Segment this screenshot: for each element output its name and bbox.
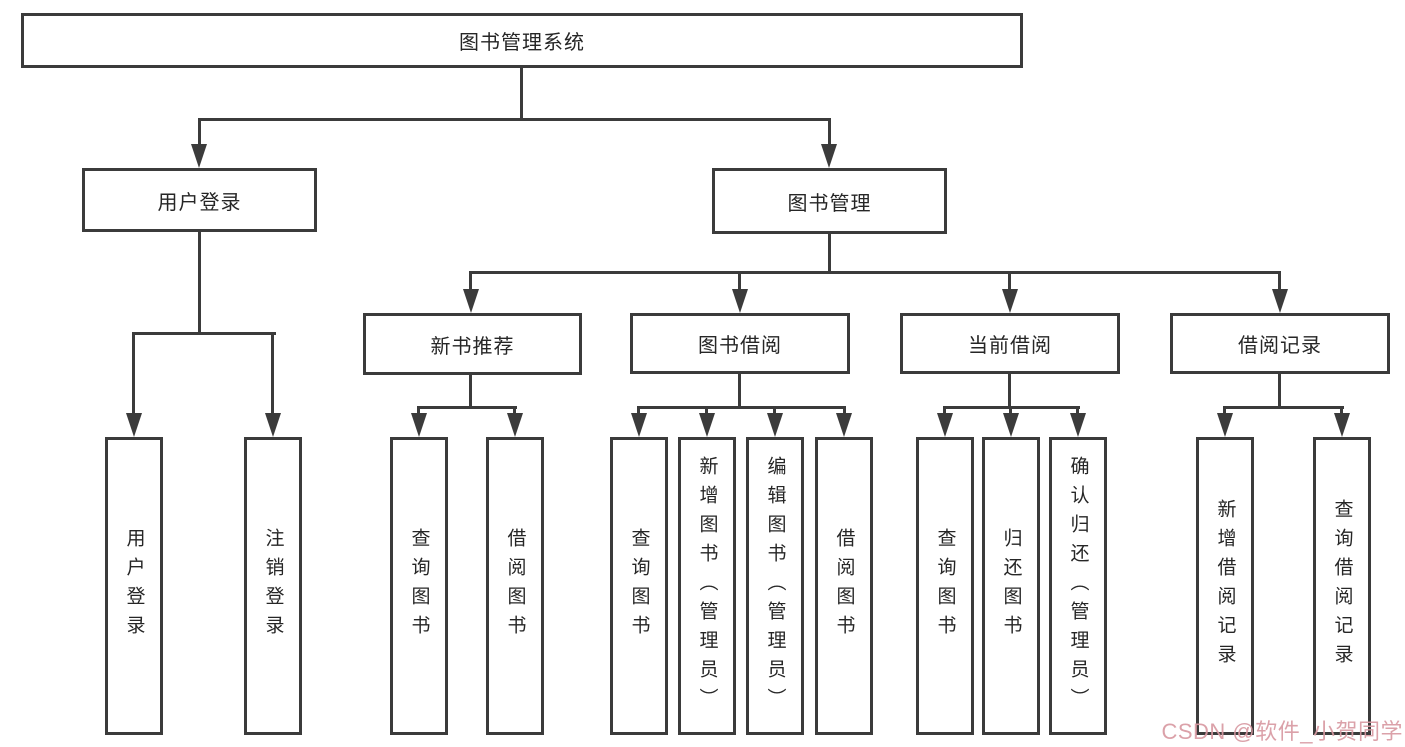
node-book-borrowing: 图书借阅 xyxy=(630,313,850,374)
leaf-edit-books-admin: 编辑图书（管理员） xyxy=(746,437,804,735)
node-book-management-label: 图书管理 xyxy=(787,192,872,215)
leaf-confirm-return-admin-label: 确认归还（管理员） xyxy=(1067,455,1089,717)
watermark: CSDN @软件_小贺同学 xyxy=(1161,719,1403,744)
leaf-add-borrow-record: 新增借阅记录 xyxy=(1196,437,1254,735)
arrowhead-d3 xyxy=(1070,413,1086,437)
arrowhead-book-mgmt xyxy=(821,144,837,168)
connector-user-login-shaft xyxy=(198,118,201,150)
connector-login-leaf2-shaft xyxy=(271,332,274,417)
arrowhead-c2 xyxy=(699,413,715,437)
connector-borrowing-shaft xyxy=(738,271,741,295)
leaf-logout: 注销登录 xyxy=(244,437,302,735)
connector-current-shaft xyxy=(1008,271,1011,295)
connector-recommend-bar xyxy=(417,406,517,409)
leaf-current-query-books: 查询图书 xyxy=(916,437,974,735)
connector-records-bar xyxy=(1223,406,1344,409)
leaf-query-borrow-record-label: 查询借阅记录 xyxy=(1331,499,1353,673)
connector-current-stub xyxy=(1008,374,1011,408)
connector-records-stub xyxy=(1278,374,1281,408)
node-new-book-recommend-label: 新书推荐 xyxy=(430,335,515,358)
arrowhead-c1 xyxy=(631,413,647,437)
node-root-label: 图书管理系统 xyxy=(459,32,585,54)
leaf-confirm-return-admin: 确认归还（管理员） xyxy=(1049,437,1107,735)
arrowhead-recommend xyxy=(463,289,479,313)
node-current-borrowing: 当前借阅 xyxy=(900,313,1120,374)
connector-root-stub xyxy=(520,68,523,120)
node-new-book-recommend: 新书推荐 xyxy=(363,313,582,375)
leaf-query-borrow-record: 查询借阅记录 xyxy=(1313,437,1371,735)
arrowhead-b2 xyxy=(507,413,523,437)
connector-root-bar xyxy=(198,118,831,121)
arrowhead-login-leaf1 xyxy=(126,413,142,437)
leaf-add-books-admin-label: 新增图书（管理员） xyxy=(696,455,718,717)
arrowhead-user-login xyxy=(191,144,207,168)
node-borrowing-records: 借阅记录 xyxy=(1170,313,1390,374)
leaf-edit-books-admin-label: 编辑图书（管理员） xyxy=(764,455,786,717)
leaf-borrowing-borrow-books: 借阅图书 xyxy=(815,437,873,735)
node-user-login: 用户登录 xyxy=(82,168,317,232)
leaf-borrowing-query-books: 查询图书 xyxy=(610,437,668,735)
arrowhead-c3 xyxy=(767,413,783,437)
node-user-login-label: 用户登录 xyxy=(157,191,242,214)
leaf-current-query-books-label: 查询图书 xyxy=(934,528,956,644)
leaf-recommend-query-books-label: 查询图书 xyxy=(408,528,430,644)
connector-recommend-stub xyxy=(469,375,472,408)
leaf-logout-label: 注销登录 xyxy=(262,528,284,644)
arrowhead-e1 xyxy=(1217,413,1233,437)
arrowhead-e2 xyxy=(1334,413,1350,437)
leaf-recommend-borrow-books: 借阅图书 xyxy=(486,437,544,735)
arrowhead-d1 xyxy=(937,413,953,437)
arrowhead-current xyxy=(1002,289,1018,313)
arrowhead-borrowing xyxy=(732,289,748,313)
node-borrowing-records-label: 借阅记录 xyxy=(1238,335,1322,357)
leaf-user-login: 用户登录 xyxy=(105,437,163,735)
arrowhead-c4 xyxy=(836,413,852,437)
connector-mgmt-bar xyxy=(469,271,1281,274)
connector-borrowing-bar xyxy=(637,406,846,409)
leaf-recommend-borrow-books-label: 借阅图书 xyxy=(504,528,526,644)
connector-records-shaft xyxy=(1278,271,1281,295)
node-book-management: 图书管理 xyxy=(712,168,947,234)
connector-borrowing-stub xyxy=(738,374,741,408)
leaf-add-borrow-record-label: 新增借阅记录 xyxy=(1214,499,1236,673)
connector-login-stub xyxy=(198,232,201,334)
leaf-recommend-query-books: 查询图书 xyxy=(390,437,448,735)
node-root: 图书管理系统 xyxy=(21,13,1023,68)
leaf-borrowing-borrow-books-label: 借阅图书 xyxy=(833,528,855,644)
leaf-add-books-admin: 新增图书（管理员） xyxy=(678,437,736,735)
connector-mgmt-stub xyxy=(828,234,831,273)
leaf-return-books: 归还图书 xyxy=(982,437,1040,735)
node-current-borrowing-label: 当前借阅 xyxy=(968,335,1052,357)
arrowhead-login-leaf2 xyxy=(265,413,281,437)
connector-recommend-shaft xyxy=(469,271,472,295)
leaf-user-login-label: 用户登录 xyxy=(123,528,145,644)
arrowhead-b1 xyxy=(411,413,427,437)
connector-book-mgmt-shaft xyxy=(828,118,831,150)
leaf-return-books-label: 归还图书 xyxy=(1000,528,1022,644)
arrowhead-records xyxy=(1272,289,1288,313)
connector-login-bar xyxy=(132,332,276,335)
leaf-borrowing-query-books-label: 查询图书 xyxy=(628,528,650,644)
arrowhead-d2 xyxy=(1003,413,1019,437)
connector-login-leaf1-shaft xyxy=(132,332,135,417)
node-book-borrowing-label: 图书借阅 xyxy=(698,335,782,357)
